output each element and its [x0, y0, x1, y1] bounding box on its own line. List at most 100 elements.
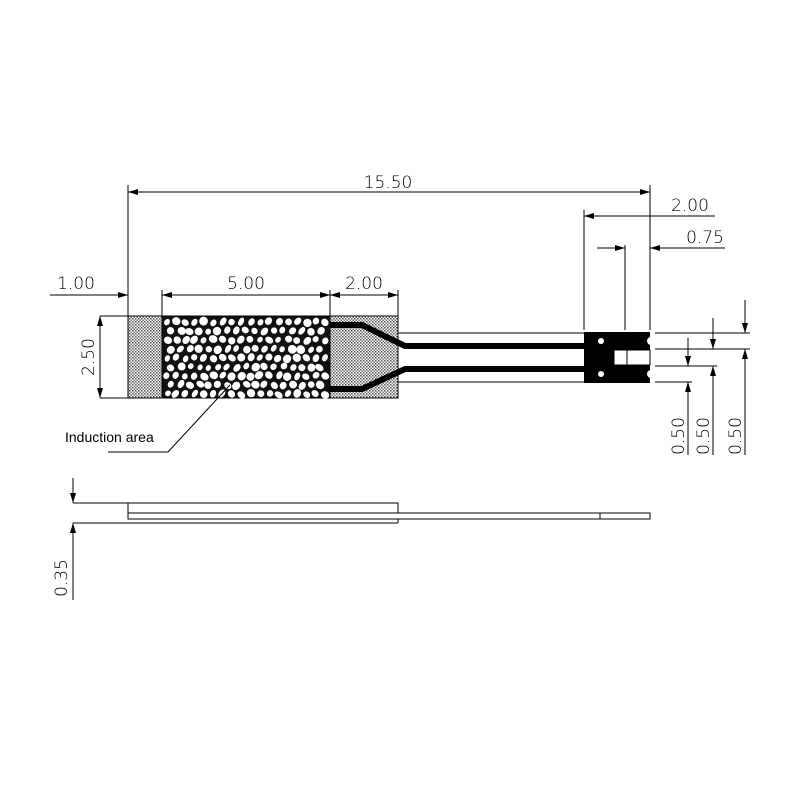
mesh-cell	[177, 379, 185, 389]
mesh-cell	[303, 391, 311, 398]
mesh-cell	[315, 363, 324, 372]
mesh-cell	[315, 380, 325, 390]
mesh-cell	[237, 371, 246, 381]
mesh-cell	[289, 327, 297, 335]
mesh-cell	[274, 391, 283, 399]
mesh-cell	[205, 328, 212, 335]
mesh-cell	[210, 319, 217, 327]
mesh-cell	[280, 362, 288, 370]
mesh-cell	[233, 326, 240, 335]
mesh-cell	[196, 380, 205, 388]
mesh-cell	[316, 345, 323, 353]
mesh-cell	[191, 354, 198, 361]
mesh-cell	[205, 365, 211, 371]
mesh-cell	[251, 344, 259, 352]
mesh-cell	[219, 371, 227, 379]
mesh-cell	[172, 353, 180, 361]
mesh-cell	[260, 362, 268, 370]
mesh-cell	[176, 345, 184, 353]
mesh-cell	[293, 389, 302, 398]
mesh-cell	[312, 354, 320, 363]
mesh-cell	[191, 318, 198, 326]
mesh-cell	[293, 337, 301, 344]
mesh-cell	[185, 328, 194, 336]
trace-bottom	[330, 366, 584, 392]
mesh-cell	[173, 336, 181, 344]
mesh-cell	[181, 319, 189, 326]
dim-connector-slot: 0.75	[686, 228, 724, 248]
stem-outline	[398, 332, 584, 383]
mesh-cell	[279, 381, 287, 390]
mesh-cell	[270, 363, 277, 370]
mesh-cell	[219, 317, 227, 326]
mesh-cell	[213, 345, 222, 355]
mesh-cell	[209, 389, 217, 398]
mesh-cell	[163, 336, 173, 345]
induction-mesh	[163, 316, 330, 399]
leader-line	[108, 384, 231, 453]
mesh-cell	[228, 354, 236, 362]
mesh-cell	[199, 353, 207, 362]
mesh-cell	[224, 382, 232, 390]
mesh-cell	[233, 345, 239, 352]
mesh-cell	[279, 326, 286, 334]
mesh-cell	[164, 355, 171, 362]
mesh-cell	[166, 327, 175, 335]
trace-top	[330, 322, 584, 349]
mesh-cell	[199, 390, 208, 398]
mesh-cell	[307, 328, 315, 336]
mesh-cell	[317, 327, 325, 335]
mesh-cell	[287, 345, 297, 354]
mesh-cell	[164, 318, 170, 326]
mesh-cell	[260, 327, 269, 336]
mesh-cell	[251, 380, 260, 389]
mesh-cell	[228, 337, 236, 345]
mesh-cell	[264, 317, 273, 325]
mesh-cell	[303, 318, 312, 328]
mesh-cell	[166, 364, 175, 372]
mesh-cell	[298, 381, 306, 390]
mesh-cell	[204, 381, 212, 389]
mesh-cell	[296, 345, 306, 355]
dim-induction-length: 5.00	[227, 274, 265, 294]
mesh-cell	[209, 355, 218, 363]
side-view	[70, 478, 651, 600]
top-view	[127, 315, 655, 399]
mesh-cell	[200, 372, 209, 381]
mesh-cell	[232, 381, 241, 391]
dim-total-length: 15.50	[364, 173, 413, 193]
mesh-cell	[307, 381, 315, 388]
mesh-cell	[289, 380, 297, 389]
dimension-lines	[50, 185, 750, 455]
mesh-cell	[260, 380, 268, 388]
mesh-cell	[290, 364, 297, 371]
mesh-cell	[200, 337, 207, 344]
mesh-cell	[246, 335, 254, 343]
dim-pin-b: 0.50	[694, 417, 714, 455]
dim-connector-length: 2.00	[671, 196, 709, 216]
mesh-cell	[285, 335, 293, 343]
mesh-cell	[251, 327, 258, 335]
mesh-cell	[215, 364, 222, 371]
mesh-cell	[320, 391, 330, 399]
dim-pin-c: 0.50	[726, 417, 746, 455]
mesh-cell	[275, 336, 281, 343]
mesh-cell	[181, 373, 188, 380]
mesh-cell	[165, 390, 171, 397]
mesh-cell	[228, 318, 235, 326]
mesh-cell	[163, 372, 170, 380]
mesh-cell	[194, 344, 203, 353]
mesh-cell	[265, 353, 273, 361]
mesh-cell	[212, 326, 222, 336]
mesh-cell	[270, 327, 278, 334]
mesh-cell	[257, 319, 264, 326]
mesh-cell	[237, 353, 246, 362]
mesh-cell	[248, 318, 255, 326]
mesh-cell	[285, 318, 292, 326]
mesh-cell	[321, 372, 330, 380]
mesh-cell	[208, 335, 218, 343]
mesh-cell	[241, 326, 249, 334]
right-pad	[329, 315, 399, 399]
mesh-cell	[238, 317, 245, 326]
mesh-cell	[197, 364, 203, 371]
